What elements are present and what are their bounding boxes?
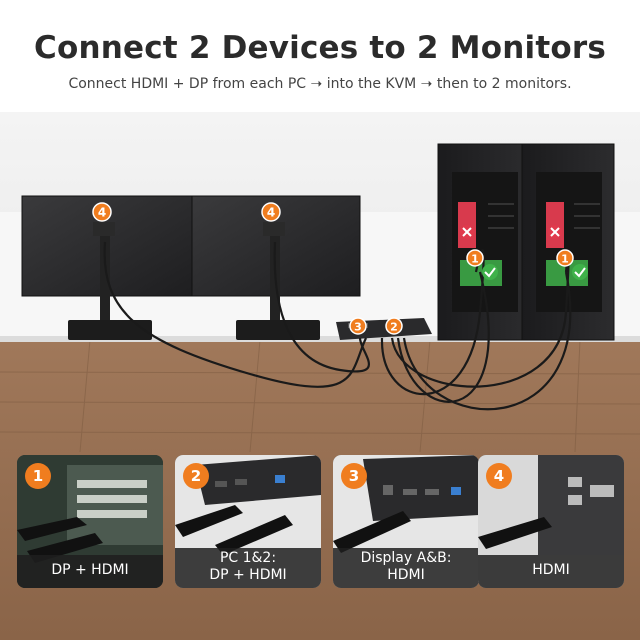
card-caption: DP + HDMI [51, 562, 129, 578]
page-title: Connect 2 Devices to 2 Monitors [34, 30, 606, 66]
marker-4-right: 4 [261, 202, 281, 222]
check-icon [572, 264, 588, 280]
marker-label: 3 [354, 321, 362, 334]
marker-1-left: 1 [466, 249, 484, 267]
callout-card-1: 1 DP + HDMI [17, 455, 163, 588]
pc-tower-right [521, 143, 615, 341]
callout-cards: 1 DP + HDMI 2 PC 1&2: DP + HDMI 3 Displa… [0, 455, 640, 590]
marker-label: 4 [98, 206, 106, 220]
card-caption: HDMI [387, 567, 425, 583]
card-number-badge: 4 [486, 463, 512, 489]
error-icon [460, 225, 474, 239]
marker-label: 2 [390, 321, 398, 334]
marker-label: 4 [267, 206, 275, 220]
callout-card-2: 2 PC 1&2: DP + HDMI [175, 455, 321, 588]
card-caption: DP + HDMI [209, 567, 287, 583]
marker-label: 1 [471, 253, 479, 266]
marker-label: 1 [561, 253, 569, 266]
card-number-badge: 2 [183, 463, 209, 489]
marker-4-left: 4 [92, 202, 112, 222]
card-number-badge: 3 [341, 463, 367, 489]
pc-tower-left [437, 143, 531, 341]
check-icon [482, 264, 498, 280]
card-caption: Display A&B: [360, 550, 452, 566]
card-caption: PC 1&2: [219, 550, 277, 566]
marker-1-right: 1 [556, 249, 574, 267]
callout-card-4: 4 HDMI [478, 455, 624, 588]
card-caption: HDMI [532, 562, 570, 578]
card-number-badge: 1 [25, 463, 51, 489]
marker-3: 3 [349, 317, 367, 335]
error-icon [548, 225, 562, 239]
monitor-port-illustration [478, 455, 624, 588]
marker-2: 2 [385, 317, 403, 335]
page-subtitle: Connect HDMI + DP from each PC ➝ into th… [68, 76, 572, 92]
callout-card-3: 3 Display A&B: HDMI [333, 455, 479, 588]
